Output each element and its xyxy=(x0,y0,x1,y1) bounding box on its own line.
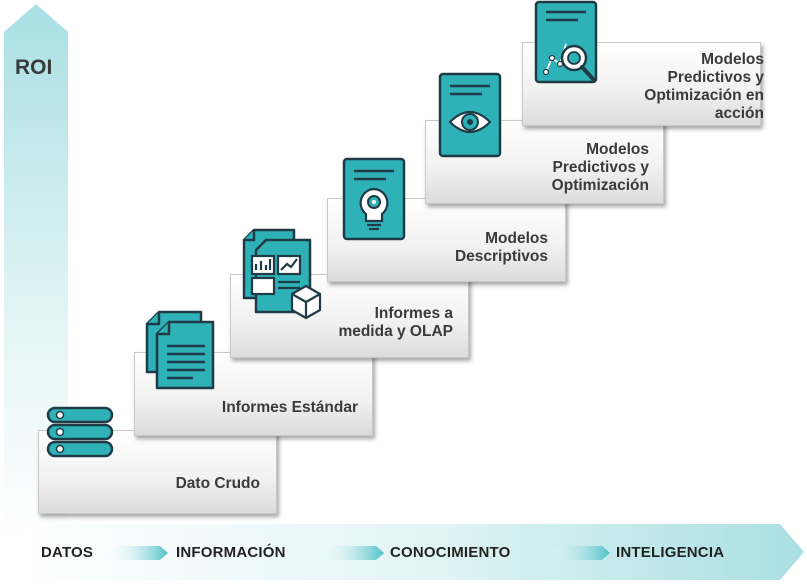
stage-arrow xyxy=(546,546,610,560)
stage-label-conocimiento: CONOCIMIENTO xyxy=(390,544,511,561)
step-label: Modelos Predictivos y Optimización xyxy=(551,141,649,194)
step-label: Informes a medida y OLAP xyxy=(338,305,453,340)
step-label: Modelos Predictivos y Optimización en ac… xyxy=(644,51,764,122)
step-modelos-predictivos xyxy=(425,120,664,204)
roi-label: ROI xyxy=(15,56,53,79)
lightbulb-gear-icon xyxy=(342,157,406,241)
stage-label-inteligencia: INTELIGENCIA xyxy=(616,544,725,561)
step-label: Modelos Descriptivos xyxy=(454,230,548,265)
step-label: Dato Crudo xyxy=(175,475,260,492)
stage-label-informacion: INFORMACIÓN xyxy=(176,544,286,561)
stage-arrow xyxy=(318,546,384,560)
stage-label-datos: DATOS xyxy=(41,544,94,561)
report-cube-icon xyxy=(242,228,322,320)
server-icon xyxy=(46,406,114,458)
documents-icon xyxy=(145,310,215,390)
eye-document-icon xyxy=(438,72,502,158)
magnifier-chart-icon xyxy=(534,0,598,84)
stage-arrow xyxy=(106,546,168,560)
step-label: Informes Estándar xyxy=(221,399,358,416)
